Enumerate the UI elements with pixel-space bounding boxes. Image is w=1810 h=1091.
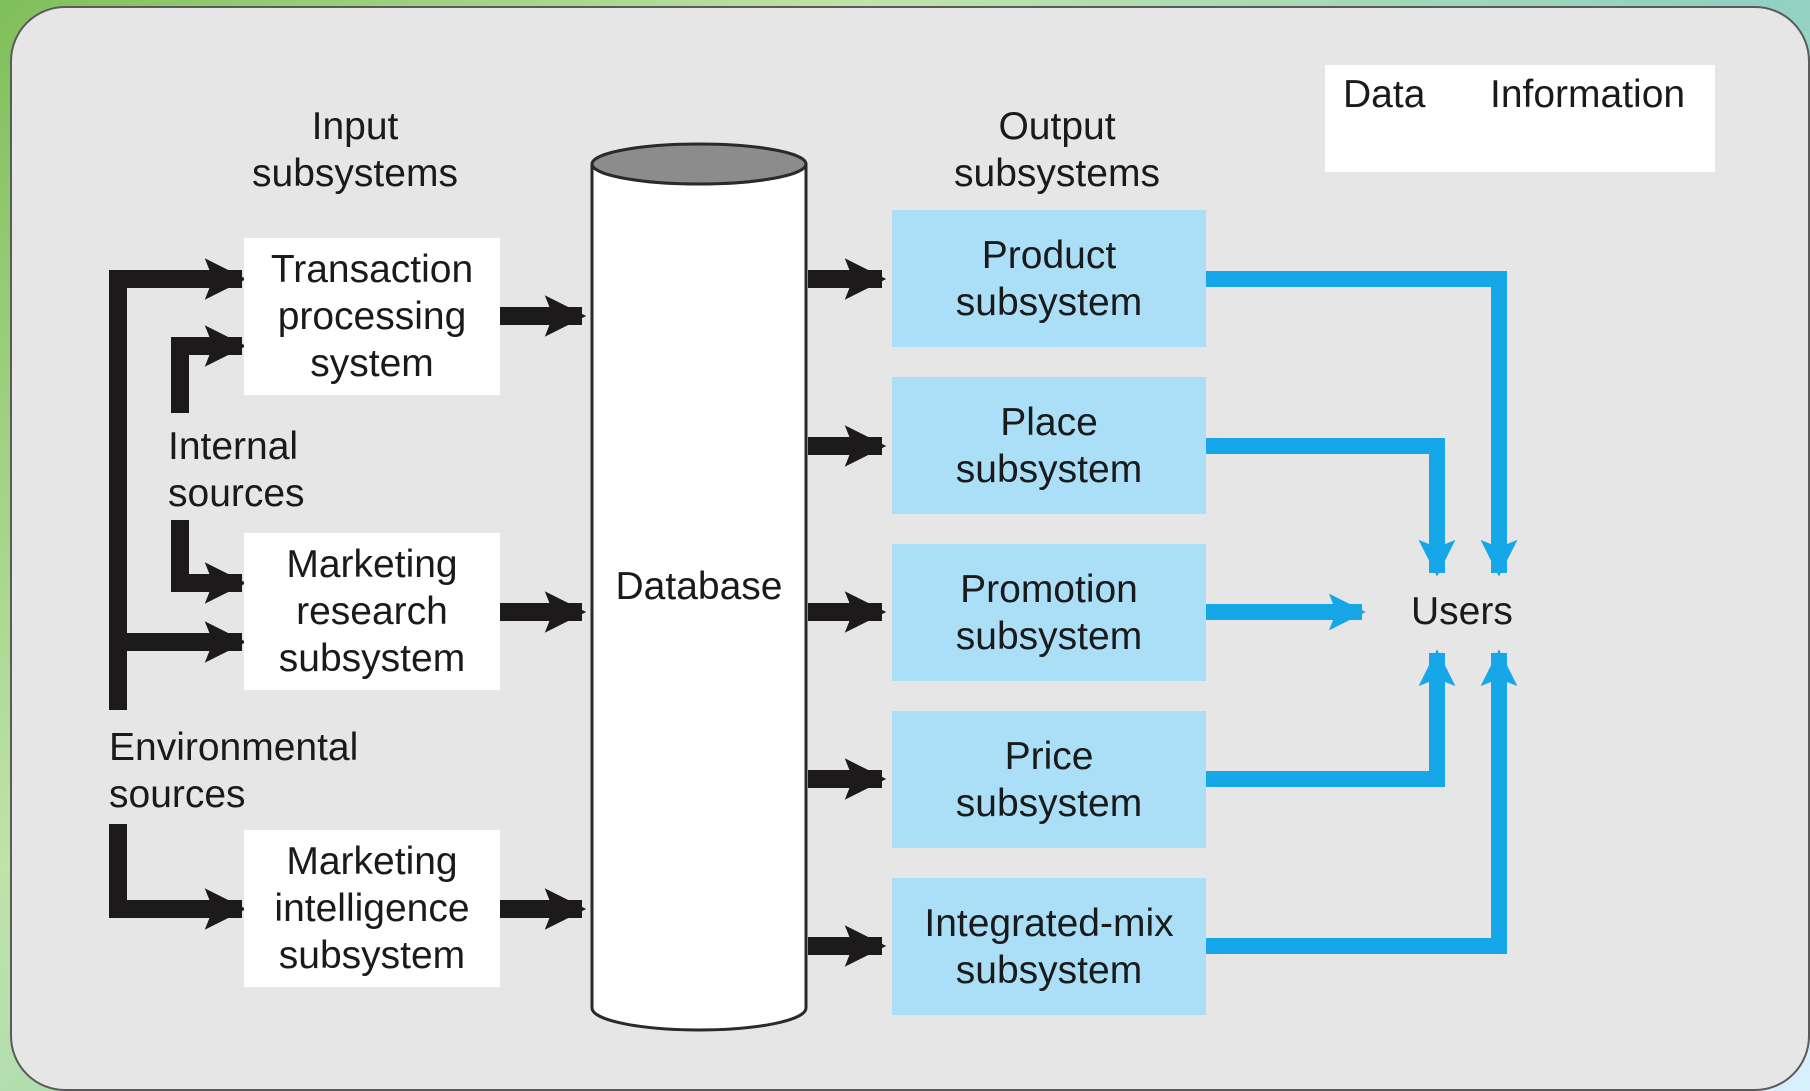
users-label: Users <box>1411 590 1513 633</box>
integrated-mix-subsystem-box: Integrated-mix subsystem <box>892 878 1206 1015</box>
environmental-sources-label: Environmental sources <box>109 726 359 816</box>
price-subsystem-box: Price subsystem <box>892 711 1206 848</box>
legend: Data Information <box>1325 65 1715 172</box>
product-subsystem-box: Product subsystem <box>892 210 1206 347</box>
place-subsystem-box: Place subsystem <box>892 377 1206 514</box>
diagram-panel: Data Information Input subsystems Output… <box>10 6 1810 1091</box>
database-to-output-arrows <box>808 258 887 967</box>
marketing-research-subsystem-box: Marketing research subsystem <box>244 533 500 690</box>
legend-information-label: Information <box>1490 73 1686 116</box>
connector-layer <box>109 131 1688 1032</box>
environmental-sources-connector <box>109 258 247 930</box>
promotion-subsystem-box: Promotion subsystem <box>892 544 1206 681</box>
database-label: Database <box>615 565 783 608</box>
internal-sources-label: Internal sources <box>168 425 305 515</box>
marketing-intelligence-subsystem-box: Marketing intelligence subsystem <box>244 830 500 987</box>
input-to-database-arrows <box>500 295 587 930</box>
output-to-users-arrows <box>1206 271 1518 954</box>
output-subsystems-heading: Output subsystems <box>954 105 1160 195</box>
input-subsystems-heading: Input subsystems <box>252 105 458 195</box>
internal-sources-connector <box>171 325 247 604</box>
database-cylinder <box>590 142 808 1032</box>
legend-data-label: Data <box>1343 73 1426 116</box>
transaction-processing-system-box: Transaction processing system <box>244 238 500 395</box>
